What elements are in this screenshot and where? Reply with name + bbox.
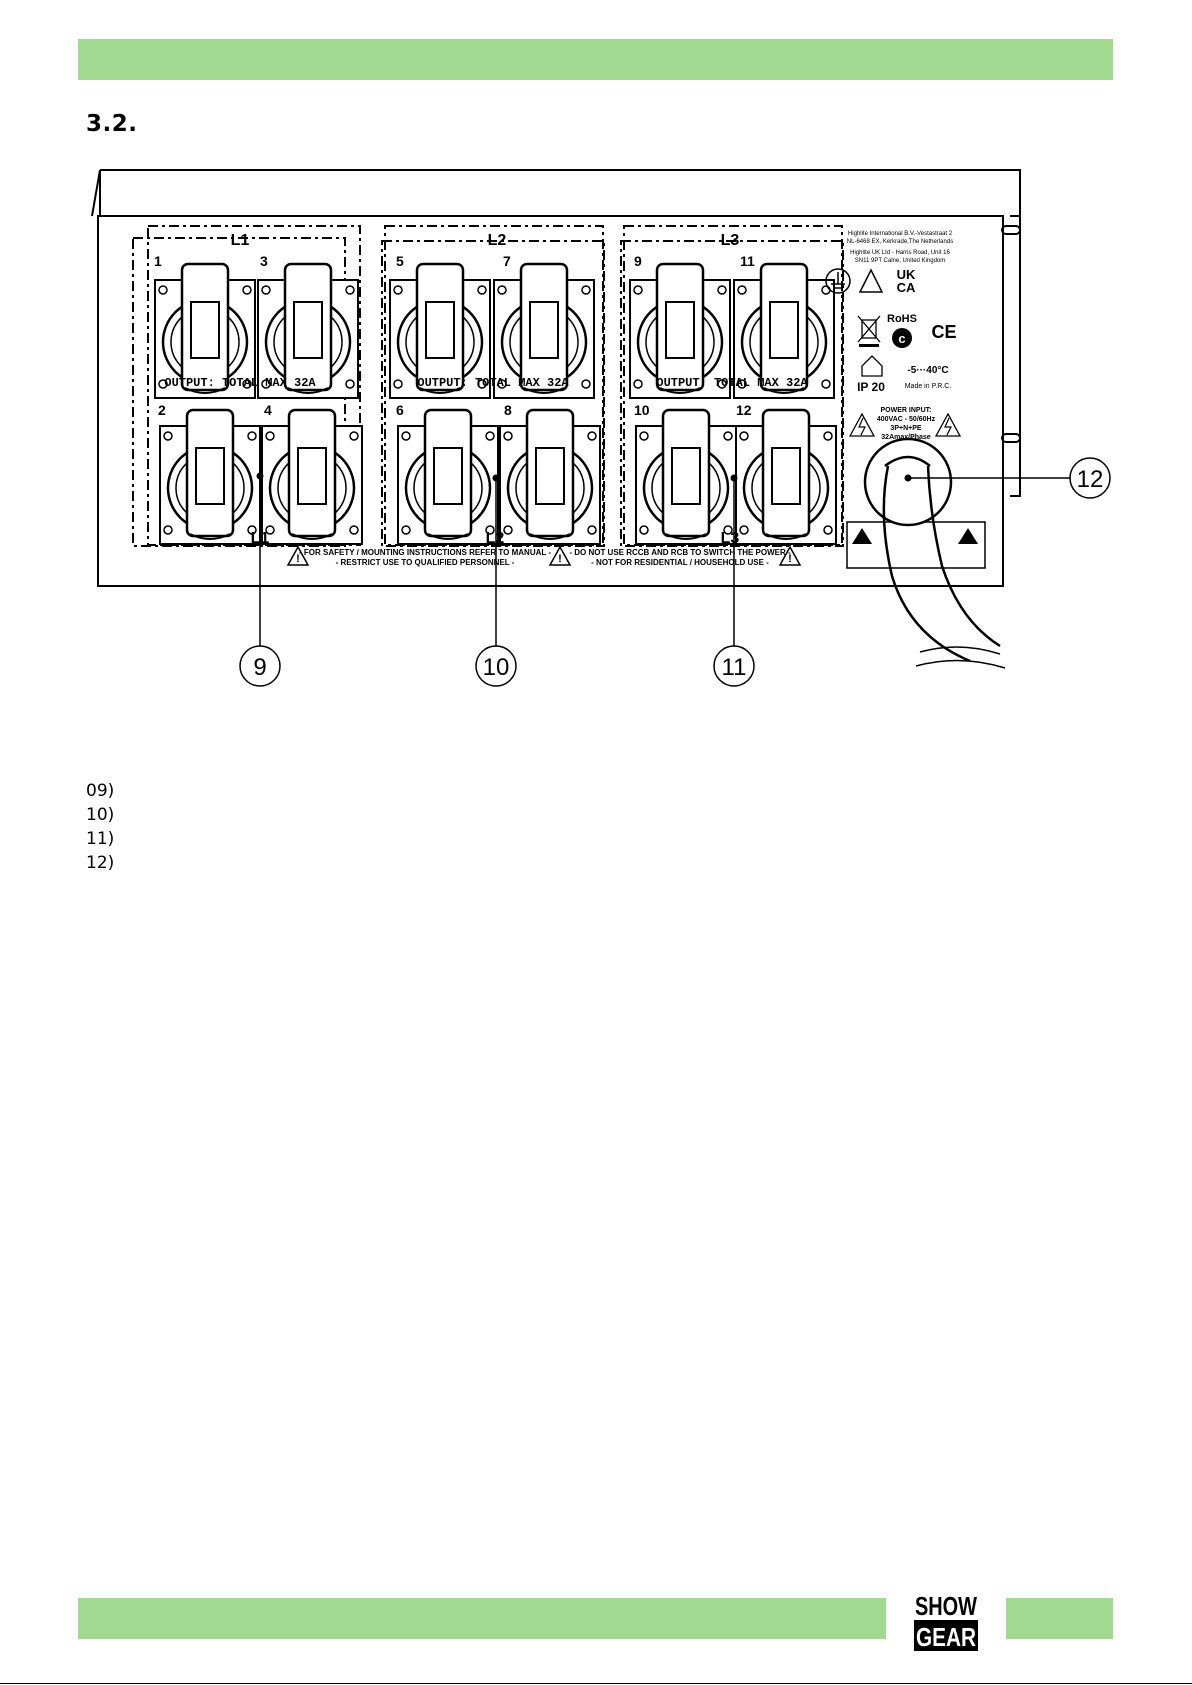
warning-line2-left: - RESTRICT USE TO QUALIFIED PERSONNEL - <box>336 558 515 567</box>
socket-6-number: 6 <box>396 402 404 418</box>
callout-12 <box>1069 457 1111 499</box>
legend-item: 09) <box>86 781 115 801</box>
svg-text:3P+N+PE: 3P+N+PE <box>890 425 921 432</box>
svg-text:UK: UK <box>897 267 916 282</box>
callout-11-label: 11 <box>722 654 747 681</box>
svg-text:32Amax/Phase: 32Amax/Phase <box>881 434 931 441</box>
socket-7-number: 7 <box>503 253 511 269</box>
logo-line2: GEAR <box>916 1622 976 1652</box>
warning-line1-left: - FOR SAFETY / MOUNTING INSTRUCTIONS REF… <box>299 548 551 557</box>
callout-11 <box>713 645 755 687</box>
callout-9-label: 9 <box>253 654 266 681</box>
callout-10 <box>475 645 517 687</box>
power-cable <box>863 437 1006 669</box>
manual-icon <box>858 268 884 293</box>
footer-bar-right <box>1006 1598 1113 1639</box>
group-l3-label-top: L3 <box>721 232 740 249</box>
group-l2-output: OUTPUT: TOTAL MAX 32A <box>417 376 569 390</box>
footer-bar-left <box>78 1598 886 1639</box>
socket-3-number: 3 <box>260 253 268 269</box>
group-l3-label-bottom: L3 <box>721 530 740 547</box>
legend-item: 11) <box>86 829 115 849</box>
svg-text:Highlite UK Ltd - Harris Road,: Highlite UK Ltd - Harris Road, Unit 16 <box>850 250 950 256</box>
legend-item: 10) <box>86 805 115 825</box>
socket-4-number: 4 <box>264 402 272 418</box>
svg-text:-5···40°C: -5···40°C <box>907 365 948 376</box>
svg-text:400VAC - 50/60Hz: 400VAC - 50/60Hz <box>877 416 936 423</box>
svg-text:CA: CA <box>897 280 916 295</box>
svg-text:SN11 9PT Calne, United Kingdom: SN11 9PT Calne, United Kingdom <box>855 258 946 264</box>
logo-line1: SHOW <box>915 1591 977 1621</box>
socket-group-l2: L2 5 7 OUTPUT: TOTAL MAX 32A 6 8 L2 <box>381 225 605 547</box>
legend-list: 09) 10) 11) 12) <box>86 779 114 875</box>
callout-10-label: 10 <box>483 654 510 681</box>
svg-text:c: c <box>898 331 905 346</box>
group-l2-label-top: L2 <box>488 232 507 249</box>
group-l1-label-top: L1 <box>231 232 250 249</box>
header-bar <box>78 39 1113 80</box>
voltage-warning-icon-right <box>934 412 962 437</box>
warning-line2-right: - NOT FOR RESIDENTIAL / HOUSEHOLD USE - <box>591 558 769 567</box>
callout-12-label: 12 <box>1077 466 1104 493</box>
warning-label <box>846 521 986 569</box>
socket-9-number: 9 <box>634 253 642 269</box>
svg-text:Made in P.R.C.: Made in P.R.C. <box>905 383 952 390</box>
socket-1-number: 1 <box>154 253 162 269</box>
svg-text:IP 20: IP 20 <box>857 380 885 394</box>
legend-item: 12) <box>86 853 115 873</box>
svg-text:POWER INPUT:: POWER INPUT: <box>881 407 932 414</box>
socket-11-number: 11 <box>740 253 755 269</box>
compliance-icon <box>892 328 912 348</box>
callout-9 <box>239 645 281 687</box>
socket-10-number: 10 <box>634 402 650 418</box>
svg-text:NL-6468 EX, Kerkrade,The Nethe: NL-6468 EX, Kerkrade,The Netherlands <box>847 239 953 245</box>
svg-text:CE: CE <box>931 322 956 342</box>
socket-2-number: 2 <box>158 402 166 418</box>
voltage-warning-icon-left <box>848 412 876 437</box>
socket-8-number: 8 <box>504 402 512 418</box>
footer-rule <box>0 1683 1192 1684</box>
weee-bin-icon <box>857 315 881 347</box>
showgear-logo: SHOW GEAR <box>914 1591 978 1652</box>
section-number: 3.2. <box>86 111 138 137</box>
socket-group-l3: L3 9 11 OUTPUT: TOTAL MAX 32A 10 12 L3 <box>620 225 844 547</box>
ground-symbol-icon <box>825 268 851 294</box>
group-l1-output: OUTPUT: TOTAL MAX 32A <box>164 376 316 390</box>
svg-text:RoHS: RoHS <box>887 313 917 325</box>
indoor-use-icon <box>861 355 883 377</box>
group-l3-output: OUTPUT: TOTAL MAX 32A <box>656 376 808 390</box>
socket-5-number: 5 <box>396 253 404 269</box>
socket-12-number: 12 <box>736 402 752 418</box>
svg-text:Highlite International B.V.-Ve: Highlite International B.V.-Vestastraat … <box>848 231 953 237</box>
warning-line1-right: - DO NOT USE RCCB AND RCB TO SWITCH THE … <box>569 548 791 557</box>
rear-panel-figure: ! L1 1 3 OUTPUT: TOTAL MAX 32A 2 4 L1 L2… <box>91 169 1111 687</box>
info-panel: Highlite International B.V.-Vestastraat … <box>825 231 986 569</box>
group-l2-label-bottom: L2 <box>486 530 505 547</box>
